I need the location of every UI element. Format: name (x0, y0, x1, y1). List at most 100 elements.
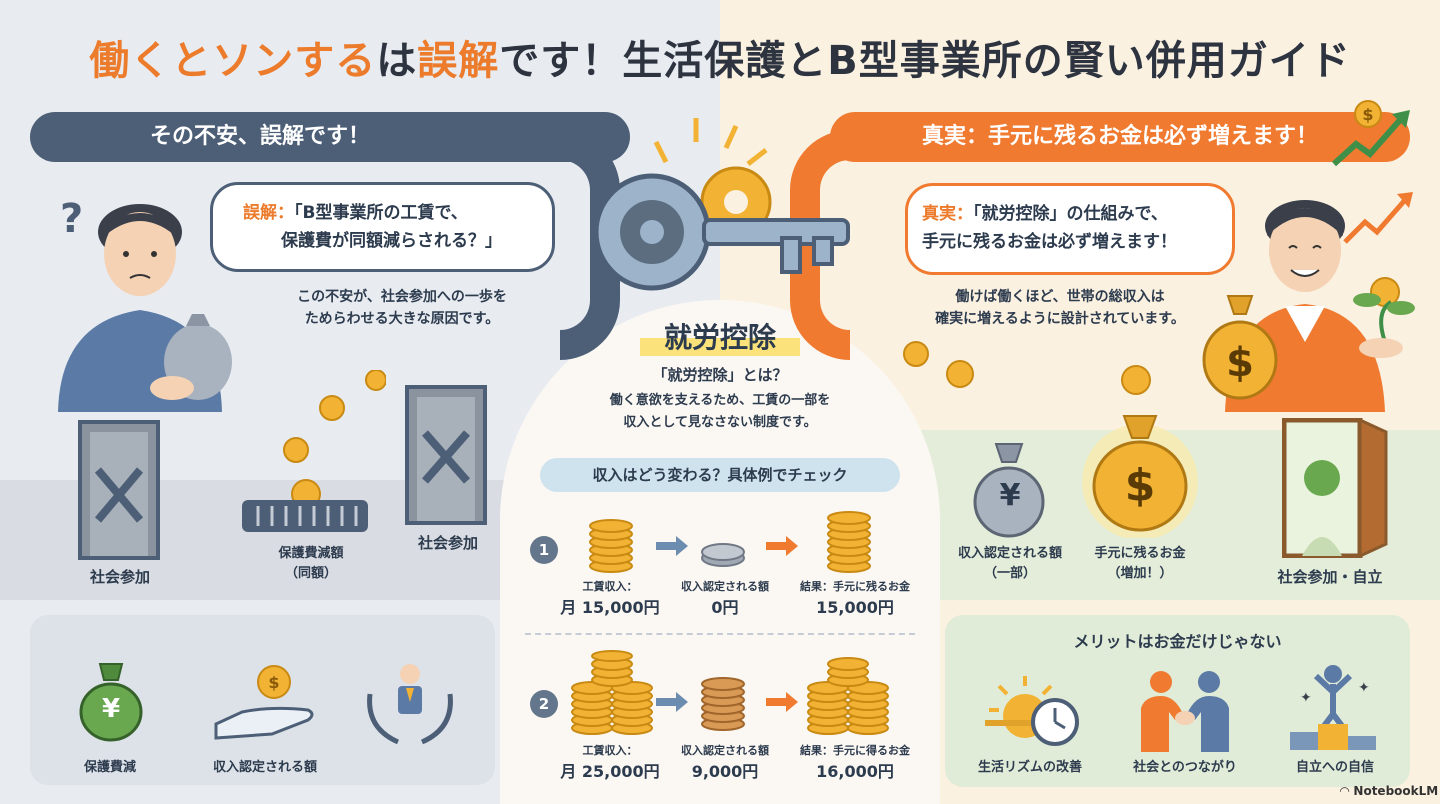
protective-hands-person-icon (362, 658, 458, 754)
arrow-right-icon (766, 692, 798, 712)
example-1-result: 15,000円 (816, 598, 894, 617)
misconception-bubble (210, 182, 555, 272)
money-bag-dollar-large-icon (1080, 406, 1200, 538)
arrow-right-icon (656, 692, 688, 712)
flying-coins-icon (900, 340, 1160, 420)
misconception-prefix: 誤解： (243, 203, 294, 223)
truth-bubble (905, 183, 1235, 275)
falling-coins-grate-icon (236, 370, 386, 540)
misconception-text: 誤解：「B型事業所の工賃で、 保護費が同額減らされる？」 (243, 199, 553, 255)
left-description: この不安が、社会参加への一歩を ためらわせる大きな原因です。 (252, 286, 552, 330)
handshake-icon (1135, 668, 1235, 752)
svg-text:$: $ (1226, 340, 1254, 386)
page-title: 働くとソンするは誤解です！生活保護とB型事業所の賢い併用ガイド (89, 38, 1351, 84)
svg-text:✦: ✦ (1358, 680, 1370, 696)
grate-label-line1: 保護費減額 (278, 546, 344, 561)
truth-line1: 「就労控除」の仕組みで、 (973, 204, 1168, 224)
grate-label-line2: （同額） (284, 566, 337, 581)
example-2-number: 2 (530, 690, 558, 718)
notebooklm-logo-icon: ◠ (1340, 784, 1354, 798)
coin-stacks-icon (570, 650, 654, 736)
example-check-pill: 収入はどう変わる？具体例でチェック (540, 458, 900, 492)
rising-arrow-coin-icon: $ (1330, 98, 1420, 170)
svg-text:?: ? (60, 196, 83, 242)
misconception-line1: 「B型事業所の工賃で、 (294, 203, 468, 223)
example-1-number: 1 (530, 536, 558, 564)
podium-winner-icon: ✦✦ (1288, 662, 1378, 752)
left-banner (30, 112, 630, 162)
truth-line2: 手元に残るお金は必ず増えます！ (922, 232, 1177, 252)
example-2-wage-caption: 工賃収入： (582, 744, 638, 757)
money-bag-yen-icon (970, 440, 1048, 540)
example-2-result: 16,000円 (816, 762, 894, 781)
example-2-recog-caption: 収入認定される額 (681, 744, 769, 757)
arrow-right-icon (656, 536, 688, 556)
independence-door-label: 社会参加・自立 (1277, 568, 1383, 586)
recognized-amount-label: 収入認定される額 （一部） (945, 544, 1075, 584)
kojo-desc-line2: 収入として見なさない制度です。 (623, 415, 817, 430)
left-banner-text: その不安、誤解です！ (150, 124, 371, 149)
truth-prefix: 真実： (922, 204, 973, 224)
take-home-label: 手元に残るお金 （増加！） (1075, 544, 1205, 584)
left-door-label: 社会参加 (89, 568, 150, 586)
bag-yen-symbol: ¥ (999, 478, 1021, 513)
kojo-heading: 就労控除 (640, 316, 800, 356)
recognized-label-line2: （一部） (983, 566, 1036, 581)
kojo-desc-line1: 働く意欲を支えるため、工賃の一部を (609, 393, 831, 408)
money-bag-yen-green-icon (78, 662, 144, 742)
example-1-recog-caption: 収入認定される額 (681, 580, 769, 593)
svg-text:$: $ (1362, 105, 1373, 124)
sunrise-clock-icon (985, 670, 1085, 750)
misconception-line2: 保護費が同額減らされる？」 (281, 231, 502, 251)
svg-text:$: $ (268, 673, 279, 692)
coin-stack-bronze-icon (700, 676, 746, 732)
example-1-recog: 0円 (711, 598, 739, 617)
example-1-result-caption: 結果：手元に残るお金 (800, 580, 910, 593)
example-1-wage: 月 15,000円 (560, 598, 660, 617)
hand-receiving-coin-icon: $ (212, 662, 322, 742)
broken-chain-icon (62, 112, 132, 172)
truth-text: 真実：「就労控除」の仕組みで、 手元に残るお金は必ず増えます！ (922, 200, 1232, 256)
merit-self-confidence: 自立への自信 (1295, 760, 1374, 775)
kojo-description: 働く意欲を支えるため、工賃の一部を 収入として見なさない制度です。 (570, 390, 870, 434)
money-bag-dollar-icon: $ (1200, 292, 1280, 402)
notebooklm-text: NotebookLM (1353, 784, 1439, 798)
protection-decrease-label: 保護費減 (83, 760, 136, 775)
open-door-icon (1282, 418, 1392, 558)
closed-door-icon (405, 385, 487, 525)
green-bag-yen-symbol: ¥ (101, 694, 121, 724)
recognized-income-label: 収入認定される額 (212, 760, 317, 775)
bag-dollar-symbol: $ (1124, 460, 1156, 511)
right-door-label-left-side: 社会参加 (417, 534, 478, 552)
take-home-label-line2: （増加！） (1107, 566, 1173, 581)
svg-text:✦: ✦ (1300, 690, 1312, 706)
merit-life-rhythm: 生活リズムの改善 (977, 760, 1082, 775)
merits-title: メリットはお金だけじゃない (1073, 632, 1282, 651)
take-home-label-line1: 手元に残るお金 (1094, 546, 1186, 561)
worried-person-illustration: ? (40, 192, 250, 412)
examples-divider (525, 633, 915, 635)
right-desc-line1: 働けば働くほど、世帯の総収入は (955, 289, 1165, 305)
right-banner-text: 真実：手元に残るお金は必ず増えます！ (921, 124, 1318, 149)
right-description: 働けば働くほど、世帯の総収入は 確実に増えるように設計されています。 (905, 286, 1215, 330)
example-2-result-caption: 結果：手元に得るお金 (800, 744, 910, 757)
closed-door-icon (78, 420, 160, 560)
coin-stacks-icon (806, 650, 890, 736)
flat-coin-icon (700, 540, 746, 568)
notebooklm-watermark: ◠ NotebookLM (1340, 784, 1438, 798)
recognized-label-line1: 収入認定される額 (957, 546, 1062, 561)
right-banner (830, 112, 1410, 162)
coin-stack-icon (826, 508, 872, 574)
example-2-wage: 月 25,000円 (560, 762, 660, 781)
grate-label: 保護費減額 （同額） (246, 544, 376, 584)
example-1-wage-caption: 工賃収入： (582, 580, 638, 593)
example-2-recog: 9,000円 (691, 762, 759, 781)
merit-social-connection: 社会とのつながり (1133, 760, 1237, 775)
arrow-right-icon (766, 536, 798, 556)
kojo-question: 「就労控除」とは？ (652, 366, 788, 384)
left-desc-line1: この不安が、社会参加への一歩を (297, 289, 507, 305)
key-gear-icon (586, 112, 856, 302)
coin-stack-icon (588, 518, 634, 574)
left-desc-line2: ためらわせる大きな原因です。 (304, 311, 500, 327)
right-desc-line2: 確実に増えるように設計されています。 (935, 311, 1185, 327)
